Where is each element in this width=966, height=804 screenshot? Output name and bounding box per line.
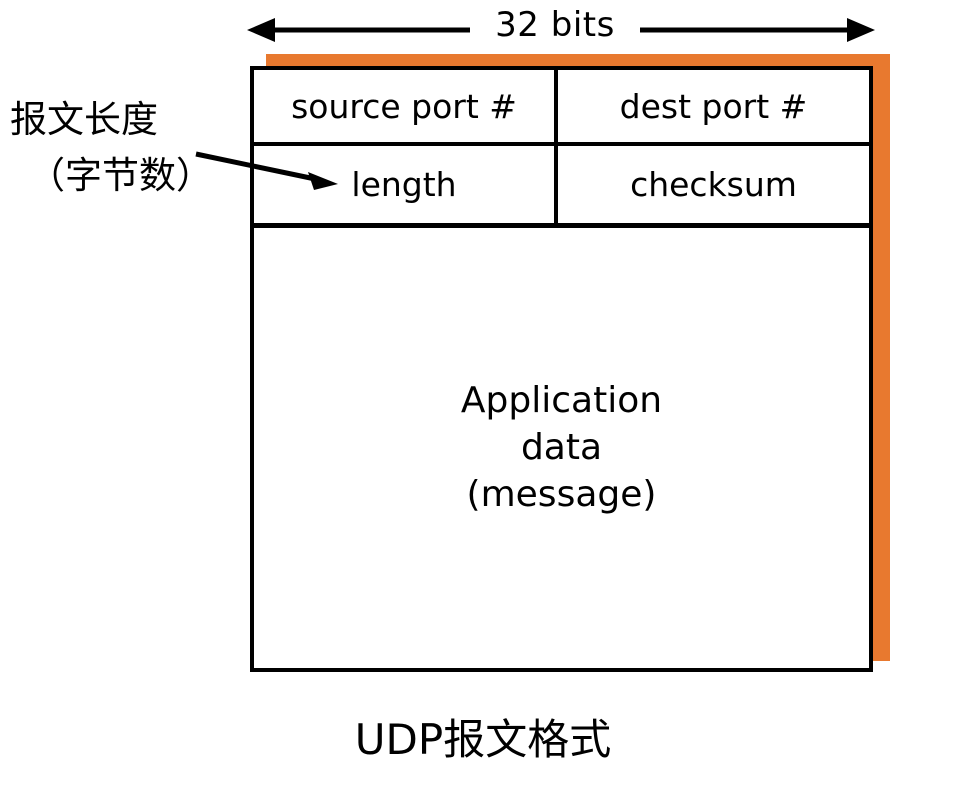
diagram-caption: UDP报文格式 [354, 715, 612, 764]
payload-line: data [520, 427, 603, 468]
udp-payload-area: Application data (message) [254, 227, 869, 668]
header-row: source port # dest port # [254, 70, 869, 146]
arrow-left-icon [247, 18, 275, 42]
field-checksum: checksum [630, 165, 797, 204]
arrow-right-icon [847, 18, 875, 42]
callout-arrow-icon [195, 151, 338, 190]
length-annotation: 报文长度 （字节数） [6, 92, 221, 204]
payload-line: Application [460, 380, 663, 421]
field-source-port: source port # [254, 70, 558, 142]
udp-header-rows: source port # dest port # length checksu… [254, 70, 869, 228]
field-dest-port: dest port # [619, 86, 808, 126]
annotation-line-2: （字节数） [28, 154, 213, 197]
payload-line: (message) [466, 474, 657, 515]
annotation-line-1: 报文长度 [10, 98, 158, 141]
field-length: length [254, 146, 558, 223]
header-row: length checksum [254, 146, 869, 228]
width-ruler-label: 32 bits [470, 4, 640, 46]
payload-label: Application data (message) [461, 377, 662, 518]
udp-segment-box: source port # dest port # length checksu… [250, 66, 873, 672]
shadow-band-top [266, 54, 890, 66]
